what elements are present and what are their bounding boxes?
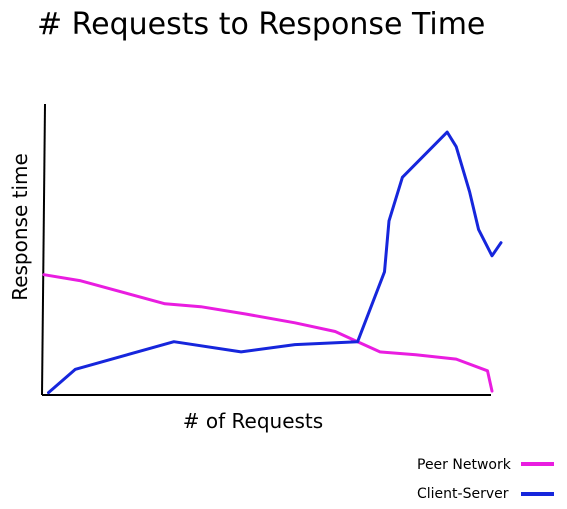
x-axis-label: # of Requests xyxy=(183,409,323,433)
axes xyxy=(41,103,491,396)
plot-area xyxy=(42,130,503,395)
legend: Peer Network Client-Server xyxy=(417,457,554,502)
series-line-peer-network xyxy=(42,273,494,393)
legend-item-peer-network[interactable]: Peer Network xyxy=(417,457,554,473)
legend-label-peer-network: Peer Network xyxy=(417,457,512,473)
legend-item-client-server[interactable]: Client-Server xyxy=(417,486,554,502)
chart-title: # Requests to Response Time xyxy=(37,7,485,42)
y-axis-line xyxy=(41,103,46,396)
y-axis-label: Response time xyxy=(8,153,32,301)
legend-label-client-server: Client-Server xyxy=(417,486,509,502)
series-line-client-server xyxy=(47,130,503,395)
